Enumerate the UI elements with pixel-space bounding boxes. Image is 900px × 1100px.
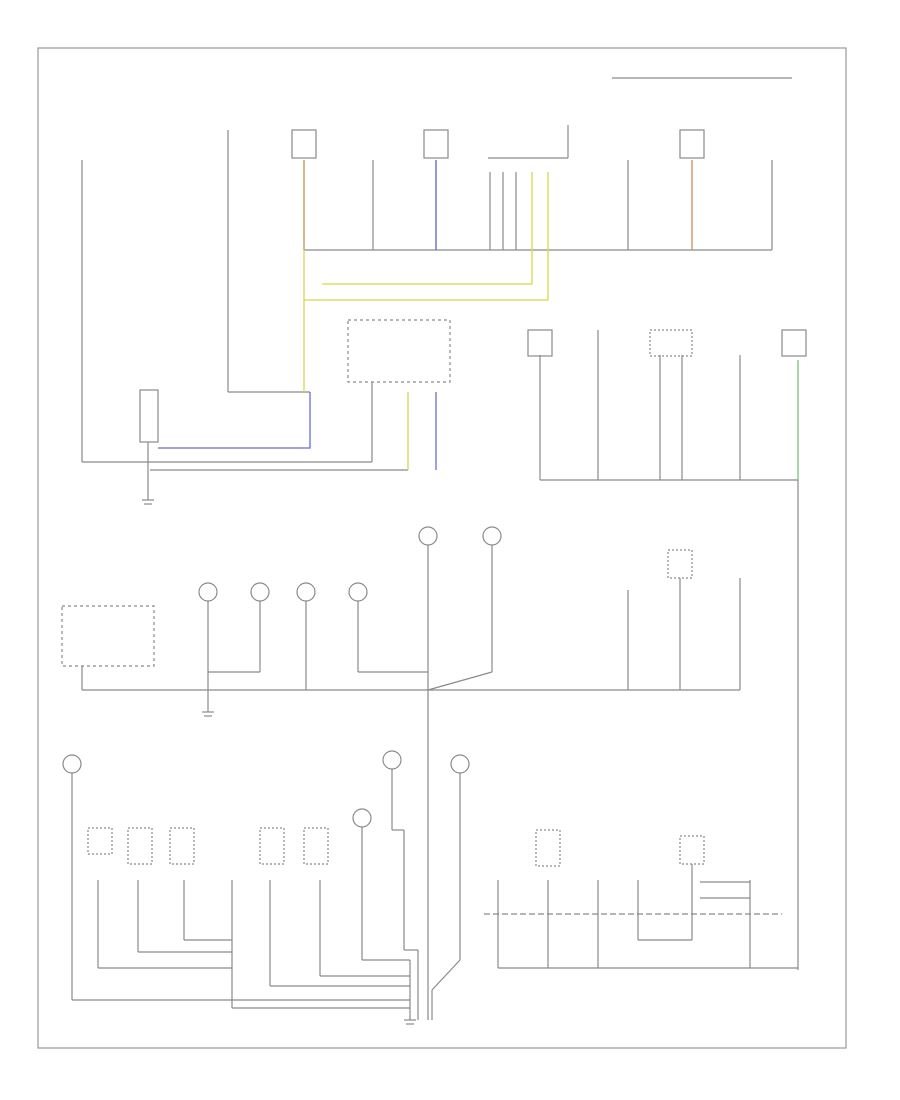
middle-section bbox=[61, 526, 741, 1020]
bottom-section bbox=[62, 750, 798, 1025]
colored-wires-top bbox=[158, 160, 799, 480]
top-section bbox=[81, 77, 807, 970]
diagram-frame bbox=[37, 47, 847, 1049]
